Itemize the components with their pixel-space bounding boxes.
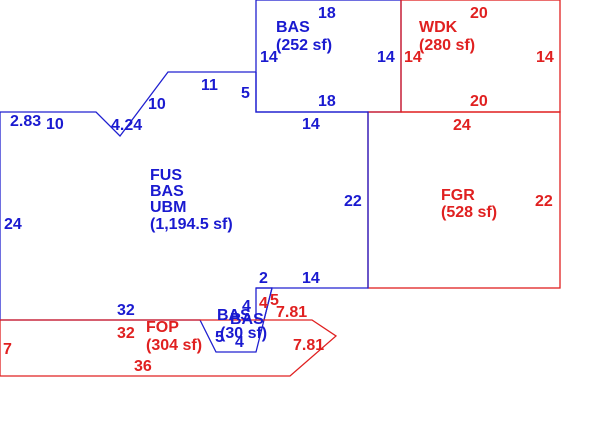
dim-main-11: 11 (201, 77, 218, 94)
dim-main-2-83: 2.83 (10, 113, 41, 130)
small-bas-label: BAS (217, 307, 251, 324)
dim-fop-7: 7 (3, 341, 12, 358)
dim-wdk-top-20: 20 (470, 5, 488, 22)
dim-fop-5: 5 (270, 292, 279, 309)
main-label-bas: BAS (150, 183, 184, 200)
main-label-ubm: UBM (150, 199, 186, 216)
dim-fop-7-81-bottom: 7.81 (293, 337, 324, 354)
bas-top-area: (252 sf) (276, 37, 332, 54)
dim-bas-top-18: 18 (318, 5, 336, 22)
dim-main-14-top: 14 (302, 116, 320, 133)
dim-small-5: 5 (215, 329, 224, 346)
main-label-area: (1,194.5 sf) (150, 216, 233, 233)
fgr-area: (528 sf) (441, 204, 497, 221)
wdk-label: WDK (419, 19, 458, 36)
dim-fop-36: 36 (134, 358, 152, 375)
fop-area: (304 sf) (146, 337, 202, 354)
dim-main-4-b: 4 (235, 334, 244, 351)
dim-wdk-left-14: 14 (404, 49, 422, 66)
dim-fgr-24: 24 (453, 117, 471, 134)
dim-fop-32: 32 (117, 325, 135, 342)
fgr-label: FGR (441, 187, 475, 204)
fop-outline (0, 319, 338, 377)
wdk-area: (280 sf) (419, 37, 475, 54)
main-outline (0, 71, 256, 320)
dim-main-4-24: 4.24 (111, 117, 142, 134)
dim-main-5: 5 (241, 85, 250, 102)
dim-bas-left-14: 14 (260, 49, 278, 66)
dim-main-10-angle: 10 (148, 96, 166, 113)
small-bas-area: (30 sf) (220, 325, 267, 342)
main-label-fus: FUS (150, 167, 182, 184)
dim-main-14-bottom: 14 (302, 270, 320, 287)
small-bas-label-overlap: BAS (230, 311, 264, 328)
dim-main-22: 22 (344, 193, 362, 210)
dim-fop-4: 4 (259, 295, 268, 312)
dim-bas-bottom-18: 18 (318, 93, 336, 110)
dim-main-32: 32 (117, 302, 135, 319)
dim-main-10: 10 (46, 116, 64, 133)
dim-wdk-right-14: 14 (536, 49, 554, 66)
dim-fgr-22: 22 (535, 193, 553, 210)
bas-top-label: BAS (276, 19, 310, 36)
fop-label: FOP (146, 319, 179, 336)
dim-wdk-bottom-20: 20 (470, 93, 488, 110)
dim-fop-7-81-top: 7.81 (276, 304, 307, 321)
dim-main-4-a: 4 (242, 298, 251, 315)
dim-main-24: 24 (4, 216, 22, 233)
dim-bas-right-14: 14 (377, 49, 395, 66)
dim-main-2: 2 (259, 270, 268, 287)
